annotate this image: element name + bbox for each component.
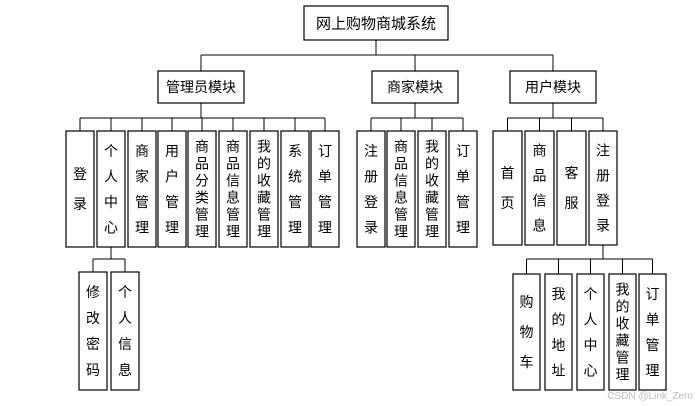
subfunction-label: 个人信息 [118,285,132,379]
function-box [356,130,386,248]
function-label: 登录 [73,167,87,213]
subfunction-label: 个人中心 [584,287,598,380]
subfunction-label: 购物车 [520,295,534,371]
subfunction-box [544,273,573,391]
function-box [386,130,416,248]
function-label: 订单管理 [318,144,332,237]
function-box [249,130,279,248]
subfunction-label: 我的地址 [552,287,566,380]
subfunction-box [78,271,108,391]
function-box [556,130,587,246]
function-box [588,130,618,246]
module-label: 用户模块 [525,79,581,96]
function-label: 首页 [501,166,515,212]
function-label: 个人中心 [104,144,118,237]
subfunction-label: 我的收藏管理 [616,283,630,384]
function-label: 用户管理 [165,145,179,237]
function-label: 商品信息 [533,144,547,235]
function-label: 商品信息管理 [394,140,408,241]
module-box [371,70,459,104]
function-box [157,130,187,248]
function-box [417,130,447,248]
module-label: 管理员模块 [166,80,236,96]
module-label: 商家模块 [387,79,443,96]
subfunction-box [576,273,605,391]
root-node-box [303,5,449,41]
subfunction-box [638,273,667,391]
function-label: 系统管理 [288,144,302,237]
function-label: 我的收藏管理 [257,140,271,241]
function-label: 订单管理 [456,144,470,237]
root-node-label: 网上购物商城系统 [316,15,436,32]
function-box [310,130,340,248]
function-box [127,130,157,248]
function-label: 商家管理 [135,144,149,237]
function-box [187,130,217,248]
function-label: 注册登录 [364,144,378,237]
function-box [492,130,523,246]
function-label: 我的收藏管理 [425,140,439,241]
subfunction-box [512,273,541,391]
function-box [524,130,555,246]
subfunction-label: 订单管理 [646,287,660,380]
subfunction-box [110,271,140,391]
subfunction-box [608,273,637,391]
function-box [448,130,478,248]
module-box [157,70,245,104]
subfunction-label: 修改密码 [86,285,100,379]
csdn-watermark: CSDN @Link_Zero [607,391,693,402]
function-label: 商品信息管理 [226,140,240,241]
function-label: 注册登录 [596,144,610,235]
function-label: 客服 [565,165,579,212]
module-box [509,70,597,104]
function-label: 商品分类管理 [195,140,209,241]
function-box [218,130,248,248]
function-box [65,130,95,248]
function-box [280,130,310,248]
